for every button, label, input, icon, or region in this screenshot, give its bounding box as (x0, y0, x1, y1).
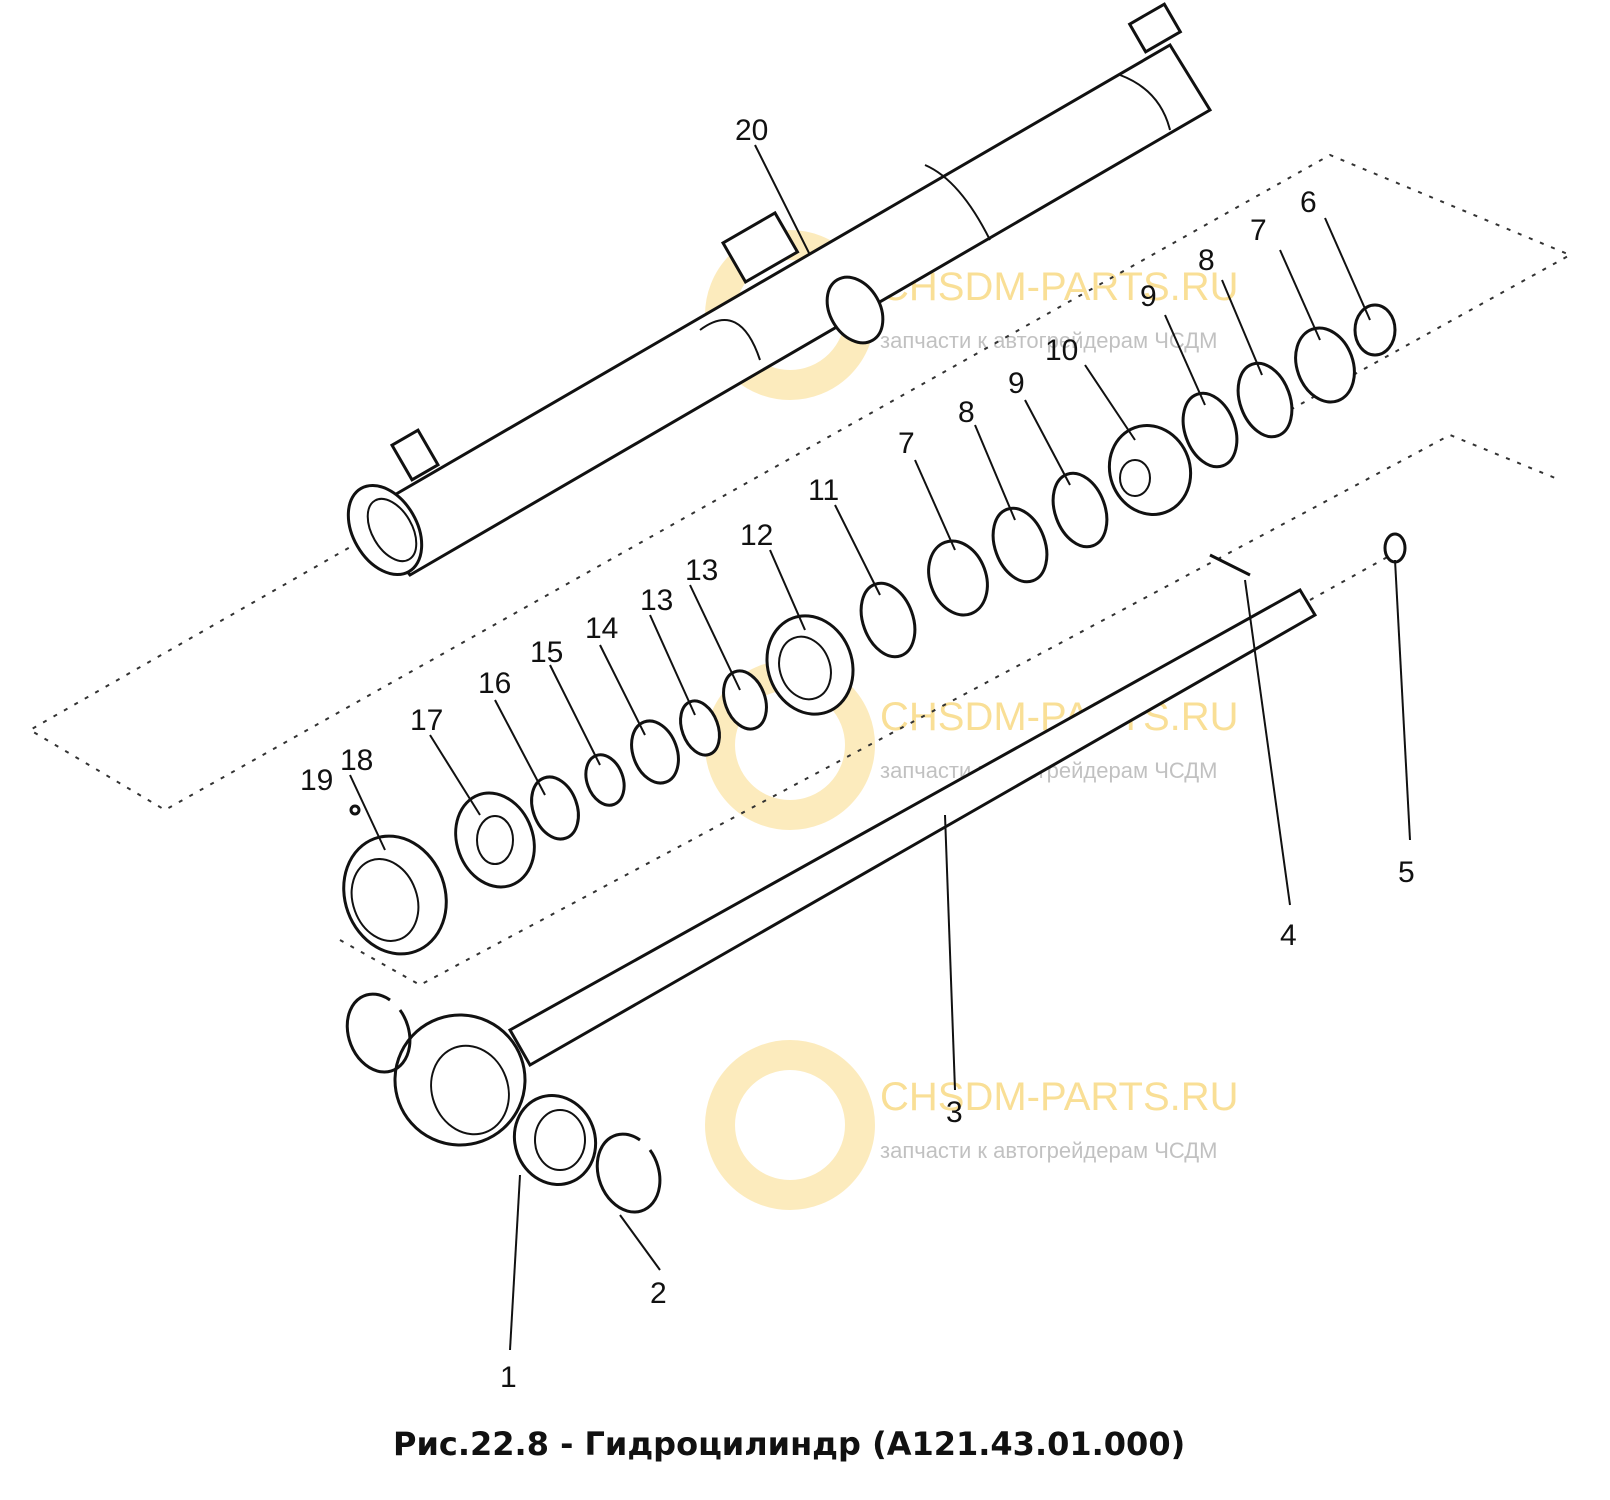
seal-parts (342, 303, 1397, 956)
label-7-upper: 7 (1250, 214, 1267, 247)
label-18: 18 (340, 744, 373, 777)
watermark-gear-icon (705, 1040, 875, 1210)
watermark-subtitle: запчасти к автогрейдерам ЧСДМ (880, 1138, 1218, 1163)
leader-lines (349, 144, 1411, 1351)
label-10: 10 (1045, 334, 1078, 367)
watermark-title: CHSDM-PARTS.RU (880, 265, 1239, 309)
part-2-snap-ring-left (345, 992, 412, 1074)
part-8-upper (1236, 361, 1294, 439)
label-4: 4 (1280, 919, 1297, 952)
label-9-upper: 9 (1140, 280, 1157, 313)
label-8-lower: 8 (958, 396, 975, 429)
part-8-lower (991, 506, 1049, 584)
part-5-ring (1383, 532, 1407, 564)
guide-line-rod (1309, 549, 1401, 601)
label-15: 15 (530, 636, 563, 669)
part-10-piston (1107, 424, 1193, 516)
label-9-lower: 9 (1008, 367, 1025, 400)
label-12: 12 (740, 519, 773, 552)
label-3: 3 (946, 1096, 963, 1129)
watermark-title: CHSDM-PARTS.RU (880, 1075, 1239, 1119)
part-18-nut (342, 834, 448, 956)
part-4-pin (1209, 553, 1251, 577)
part-labels: 1 2 3 4 5 6 7 8 9 10 11 12 13 13 14 15 1… (300, 114, 1415, 1394)
label-19: 19 (300, 764, 333, 797)
label-6: 6 (1300, 186, 1317, 219)
piston-rod (345, 532, 1407, 1214)
watermark-subtitle: запчасти к автогрейдерам ЧСДМ (880, 328, 1218, 353)
label-14: 14 (585, 612, 618, 645)
label-11: 11 (808, 474, 839, 507)
part-9-upper (1181, 391, 1239, 469)
part-6 (1353, 303, 1397, 357)
part-2-snap-ring-right (595, 1132, 662, 1214)
part-11 (859, 581, 917, 659)
part-13-a (722, 669, 768, 731)
label-1: 1 (500, 1361, 517, 1394)
label-16: 16 (478, 667, 511, 700)
part-13-b (679, 699, 721, 757)
part-15 (584, 753, 626, 807)
label-7-lower: 7 (898, 427, 915, 460)
label-13-a: 13 (640, 584, 673, 617)
label-5: 5 (1398, 856, 1415, 889)
guide-line-lower (339, 433, 1561, 987)
part-14 (630, 719, 680, 785)
part-19 (349, 804, 361, 816)
label-17: 17 (410, 704, 443, 737)
cylinder-body (346, 2, 1213, 577)
watermark-3: CHSDM-PARTS.RU запчасти к автогрейдерам … (705, 1040, 1239, 1210)
label-2: 2 (650, 1277, 667, 1310)
label-8-upper: 8 (1198, 244, 1215, 277)
part-1-bushing (512, 1094, 598, 1186)
part-7-upper (1294, 326, 1356, 404)
guide-line-upper (28, 153, 1573, 812)
part-9-lower (1051, 471, 1109, 549)
part-7-lower (927, 539, 989, 617)
label-20: 20 (735, 114, 768, 147)
figure-caption: Рис.22.8 - Гидроцилиндр (А121.43.01.000) (393, 1425, 1185, 1463)
label-13-b: 13 (685, 554, 718, 587)
part-17 (454, 791, 536, 889)
